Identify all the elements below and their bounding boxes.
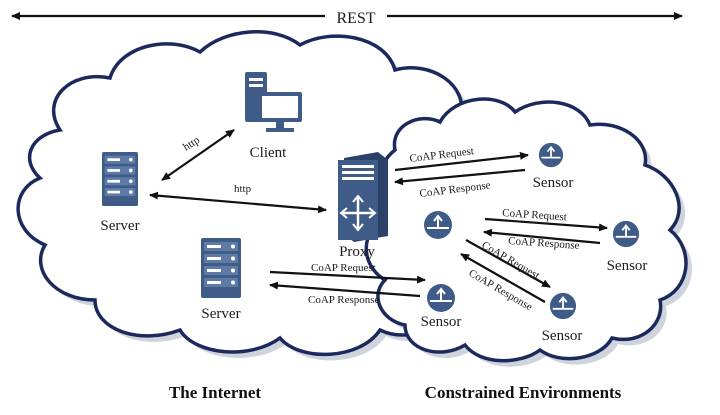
hub-right-response-arrow [483, 228, 601, 245]
server-client-arrow [161, 129, 235, 181]
server-sensor-response-label: CoAP Response [308, 294, 380, 306]
client-label: Client [250, 145, 287, 161]
sensor-bottom-right-label: Sensor [542, 328, 583, 344]
server-sensor-request-arrow [269, 270, 426, 284]
internet-caption: The Internet [169, 383, 261, 402]
server-bottom-label: Server [201, 306, 240, 322]
proxy-sensor-request-arrow [394, 151, 529, 172]
client-computer-icon [245, 72, 302, 132]
sensor-top-label: Sensor [533, 175, 574, 191]
proxy-sensor-response-arrow [394, 168, 526, 186]
server-top-icon [102, 152, 138, 206]
server-bottom-icon [201, 238, 241, 298]
sensor-right-icon [612, 220, 640, 248]
sensor-bottom-left-label: Sensor [421, 314, 462, 330]
hub-bottom-response-arrow [460, 253, 546, 303]
server-sensor-response-arrow [269, 281, 421, 298]
sensor-bottom-left-icon [426, 283, 456, 313]
server-top-label: Server [100, 218, 139, 234]
constrained-caption: Constrained Environments [425, 383, 622, 402]
server-sensor-request-label: CoAP Request [311, 262, 376, 274]
proxy-icon [338, 152, 388, 242]
hub-right-request-label: CoAP Request [502, 207, 567, 223]
hub-right-response-label: CoAP Response [508, 235, 580, 252]
sensor-top-icon [538, 142, 564, 168]
server-proxy-arrow [149, 191, 327, 214]
proxy-label: Proxy [339, 244, 375, 260]
rest-label-backdrop [325, 6, 387, 26]
hub-right-request-arrow [484, 217, 608, 232]
hub-bottom-request-arrow [465, 239, 551, 288]
sensor-hub-icon [423, 210, 453, 240]
rest-label: REST [336, 10, 375, 27]
sensor-right-label: Sensor [607, 258, 648, 274]
server-proxy-label: http [234, 183, 252, 195]
sensor-bottom-right-icon [549, 292, 577, 320]
